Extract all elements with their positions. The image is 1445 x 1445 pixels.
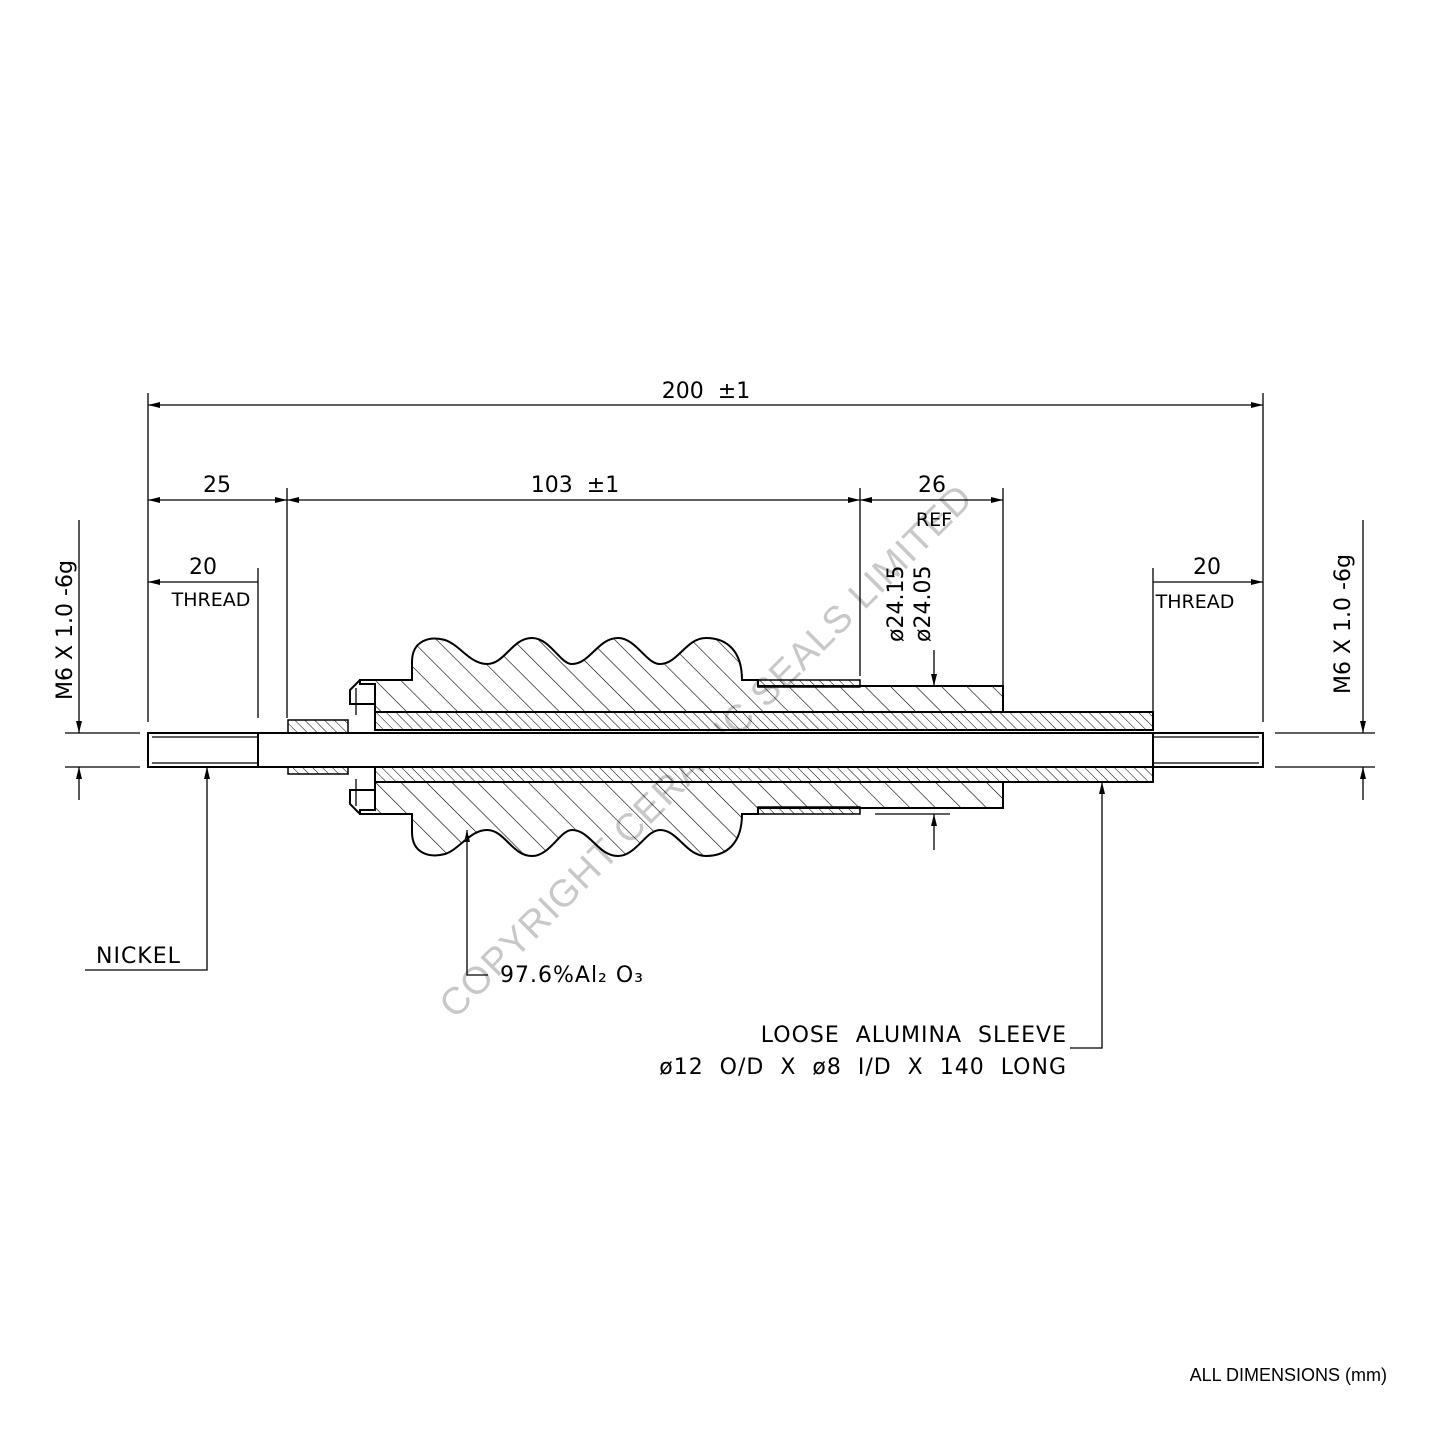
insulator-material-label: 97.6%Al₂ O₃ [500,963,644,988]
metal-flange [349,679,861,815]
left-end-dim: 25 [203,473,231,498]
sleeve-label-line1: LOOSE ALUMINA SLEEVE [761,1023,1067,1048]
flange-length-dim: 26 [918,473,946,498]
nickel-conductor [147,732,1264,768]
thread-left-note: THREAD [171,589,251,611]
flange-ref-note: REF [916,509,952,531]
thread-right-note: THREAD [1155,591,1235,613]
thread-left-dim: 20 [189,555,217,580]
sleeve-label-line2: ø12 O/D X ø8 I/D X 140 LONG [659,1055,1067,1080]
diameter-max-dim: ø24.15 [884,566,909,642]
alumina-sleeve [374,711,1154,783]
diameter-min-dim: ø24.05 [911,566,936,642]
leader-lines [85,767,1105,1049]
conductor-material-label: NICKEL [96,944,181,969]
thread-right-dim: 20 [1193,555,1221,580]
insulator-length-dim: 103 ±1 [531,473,619,498]
extension-lines [65,393,1375,815]
thread-spec-right: M6 X 1.0 -6g [1331,554,1356,694]
ceramic-insulator [359,636,1004,858]
dimension-lines [76,402,1366,850]
overall-length-dim: 200 ±1 [662,379,750,404]
thread-spec-left: M6 X 1.0 -6g [53,560,78,700]
units-note: ALL DIMENSIONS (mm) [1190,1365,1387,1385]
